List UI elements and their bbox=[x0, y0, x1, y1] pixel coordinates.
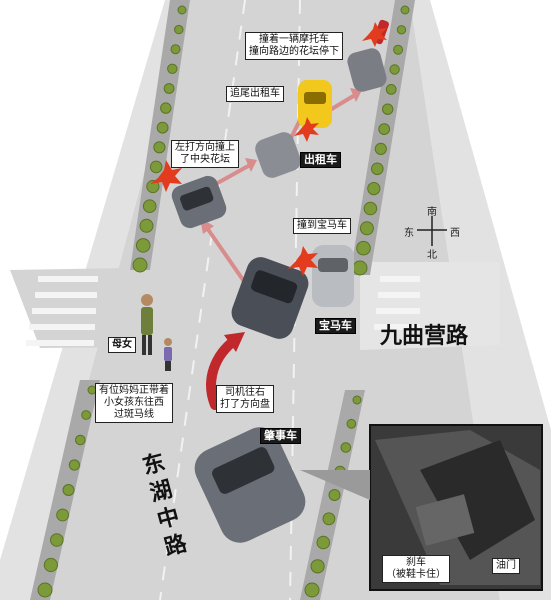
bush bbox=[68, 459, 81, 471]
bush bbox=[139, 218, 154, 233]
culprit-car-final bbox=[347, 48, 387, 92]
label-chase-taxi: 追尾出租车 bbox=[226, 86, 284, 102]
bush bbox=[328, 489, 341, 501]
compass-right: 西 bbox=[450, 228, 460, 239]
bush bbox=[363, 201, 378, 216]
bush bbox=[356, 240, 371, 256]
label-throttle: 油门 bbox=[492, 558, 520, 574]
bush bbox=[146, 179, 160, 194]
bush bbox=[382, 103, 394, 115]
label-taxi: 出租车 bbox=[300, 152, 341, 168]
bush bbox=[163, 83, 175, 94]
label-motorbike: 撞着一辆摩托车 撞向路边的花坛停下 bbox=[245, 32, 343, 60]
bush bbox=[132, 257, 148, 273]
compass-bottom: 北 bbox=[427, 250, 437, 261]
bush bbox=[367, 182, 381, 196]
culprit-car-median bbox=[171, 175, 227, 229]
bush bbox=[56, 508, 69, 522]
bush bbox=[389, 64, 400, 75]
culprit-car-chase bbox=[255, 132, 301, 178]
bush bbox=[149, 160, 163, 174]
compass-rose bbox=[417, 216, 447, 246]
road-name-cross: 九曲营路 bbox=[380, 324, 469, 349]
daughter-figure bbox=[164, 338, 172, 371]
label-culprit-car: 肇事车 bbox=[260, 428, 301, 444]
bush bbox=[177, 5, 187, 15]
bush bbox=[153, 141, 166, 154]
bush bbox=[346, 418, 357, 429]
bush bbox=[322, 512, 336, 526]
bush bbox=[174, 24, 184, 35]
bush bbox=[37, 582, 53, 598]
mother-figure bbox=[141, 294, 153, 355]
compass-left: 东 bbox=[404, 228, 414, 239]
label-mother-daughter: 母女 bbox=[108, 337, 136, 353]
median-bushes bbox=[37, 5, 410, 598]
bush bbox=[396, 25, 407, 35]
bush bbox=[310, 559, 325, 574]
bush bbox=[167, 63, 178, 75]
bush bbox=[374, 142, 387, 155]
label-pedestrian-note: 有位妈妈正带着 小女孩东往西 过斑马线 bbox=[95, 383, 173, 423]
bush bbox=[160, 102, 172, 114]
label-bmw: 宝马车 bbox=[315, 318, 356, 334]
bush bbox=[400, 5, 410, 15]
bush bbox=[393, 44, 404, 55]
bush bbox=[352, 395, 362, 405]
bush bbox=[135, 238, 151, 253]
bush bbox=[352, 260, 368, 276]
crash-bursts bbox=[150, 22, 387, 276]
bush bbox=[304, 582, 320, 598]
bush bbox=[371, 162, 384, 176]
bush bbox=[378, 123, 391, 136]
bush bbox=[81, 410, 91, 420]
bush bbox=[50, 533, 64, 547]
bush bbox=[385, 84, 397, 95]
bush bbox=[170, 44, 181, 55]
compass-top: 南 bbox=[427, 207, 437, 218]
bush bbox=[359, 221, 374, 236]
culprit-car-start bbox=[194, 427, 306, 543]
bush bbox=[75, 434, 86, 446]
crosswalk bbox=[26, 276, 420, 346]
bush bbox=[316, 535, 331, 550]
bmw-car bbox=[312, 245, 354, 307]
label-brake: 刹车 （被鞋卡住） bbox=[382, 555, 450, 583]
bush bbox=[43, 557, 59, 573]
label-hit-bmw: 撞到宝马车 bbox=[293, 218, 351, 234]
label-driver-turn: 司机往右 打了方向盘 bbox=[216, 385, 274, 413]
bush bbox=[62, 484, 75, 496]
taxi-car bbox=[298, 80, 332, 128]
culprit-car-bmw bbox=[231, 257, 309, 339]
bush bbox=[142, 199, 157, 213]
label-hit-median: 左打方向撞上 了中央花坛 bbox=[171, 140, 239, 168]
bush bbox=[340, 442, 352, 453]
bush bbox=[156, 121, 169, 134]
